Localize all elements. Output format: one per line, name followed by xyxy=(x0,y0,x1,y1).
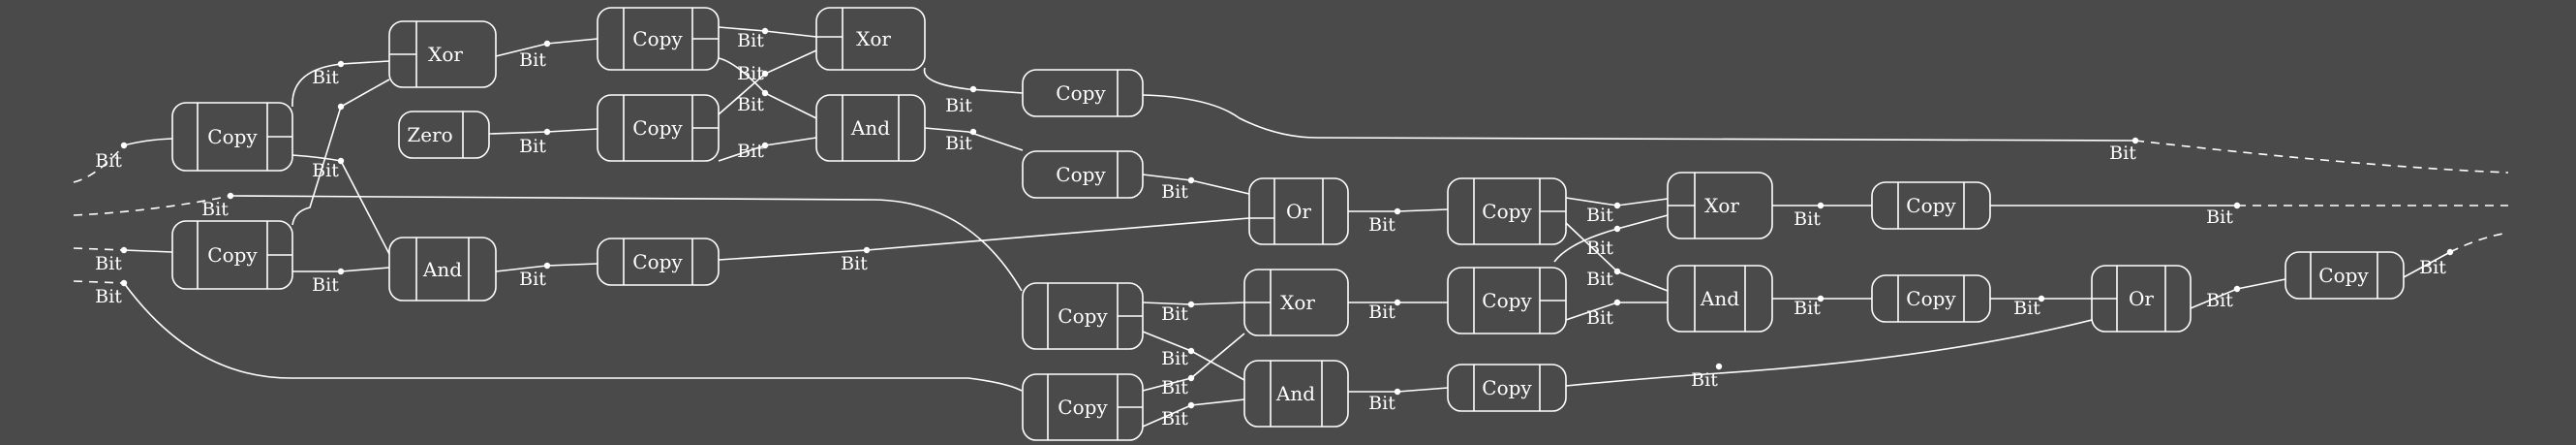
gate-label: And xyxy=(1275,382,1315,405)
wire-label: Bit xyxy=(2109,143,2136,164)
or-gate: Or xyxy=(2091,265,2192,333)
gate-label: Copy xyxy=(1482,200,1532,223)
copy-gate: Copy xyxy=(1447,267,1567,334)
wire-label: Bit xyxy=(95,286,122,307)
gate-label: Zero xyxy=(407,123,452,146)
wire-label: Bit xyxy=(1161,377,1188,398)
wire-label: Bit xyxy=(2013,298,2040,319)
gate-label: Copy xyxy=(1906,287,1956,310)
wire-label: Bit xyxy=(1586,238,1613,259)
wire-label: Bit xyxy=(1586,269,1613,290)
wire-label: Bit xyxy=(841,253,868,274)
wire-label: Bit xyxy=(945,95,972,116)
gate-label: Copy xyxy=(2318,264,2369,287)
wire-label: Bit xyxy=(1586,205,1613,226)
and-gate: And xyxy=(1667,265,1773,333)
copy-gate: Copy xyxy=(597,7,720,71)
wire-label: Bit xyxy=(1691,369,1718,391)
copy-gate: Copy xyxy=(2285,251,2405,300)
gate-label: Xor xyxy=(428,43,463,66)
wire-label: Bit xyxy=(2419,257,2446,278)
gate-label: Copy xyxy=(1058,396,1108,419)
wire-junction-dots xyxy=(120,27,2454,409)
wire-label: Bit xyxy=(312,274,339,296)
copy-gate: Copy xyxy=(597,94,720,162)
wire-label: Bit xyxy=(519,49,546,71)
wire-labels: Bit Bit Bit Bit Bit Bit Bit Bit Bit Bit … xyxy=(95,30,2446,429)
wire-label: Bit xyxy=(737,63,764,84)
gate-label: And xyxy=(1700,287,1739,310)
wire-label: Bit xyxy=(2206,290,2233,311)
gate-label: Xor xyxy=(856,27,891,50)
gate-label: Copy xyxy=(632,27,683,50)
gate-label: Xor xyxy=(1280,291,1315,314)
copy-gate: Copy xyxy=(1447,364,1567,412)
wire-label: Bit xyxy=(1161,181,1188,203)
gate-label: And xyxy=(422,258,462,281)
copy-gate: Copy xyxy=(1871,181,1991,230)
copy-gate: Copy xyxy=(1871,274,1991,323)
wire-label: Bit xyxy=(2206,207,2233,228)
wire-label: Bit xyxy=(95,253,122,274)
gate-label: Copy xyxy=(1056,81,1106,105)
gate-label: Copy xyxy=(632,250,683,273)
wire-label: Bit xyxy=(312,160,339,181)
gates: Copy Copy Xor And Zero xyxy=(171,7,2405,441)
and-gate: And xyxy=(388,237,497,302)
copy-gate: Copy xyxy=(171,220,293,290)
boundary-wires xyxy=(73,140,2509,284)
wire-label: Bit xyxy=(1368,393,1395,414)
gate-label: Copy xyxy=(1482,376,1532,399)
wire-label: Bit xyxy=(201,199,229,220)
copy-gate: Copy xyxy=(597,238,720,286)
gate-label: Or xyxy=(1286,200,1311,223)
wire-label: Bit xyxy=(95,150,122,172)
xor-gate: Xor xyxy=(1667,172,1773,239)
gate-label: Copy xyxy=(207,125,258,148)
wire-label: Bit xyxy=(945,133,972,154)
gate-label: And xyxy=(850,116,890,140)
copy-gate: Copy xyxy=(1022,69,1144,117)
copy-gate: Copy xyxy=(171,102,293,172)
wire-label: Bit xyxy=(1161,303,1188,325)
wire-label: Bit xyxy=(1794,208,1821,230)
xor-gate: Xor xyxy=(388,20,497,88)
gate-label: Copy xyxy=(1482,289,1532,312)
wire-label: Bit xyxy=(1161,408,1188,429)
copy-gate: Copy xyxy=(1447,177,1567,245)
gate-label: Copy xyxy=(1906,194,1956,217)
gate-label: Copy xyxy=(632,116,683,140)
and-gate: And xyxy=(815,94,926,162)
wire-label: Bit xyxy=(1368,302,1395,323)
gate-label: Copy xyxy=(1058,304,1108,328)
gate-label: Xor xyxy=(1704,194,1739,217)
wire-label: Bit xyxy=(1161,348,1188,369)
and-gate: And xyxy=(1243,360,1349,428)
copy-gate: Copy xyxy=(1022,150,1144,199)
xor-gate: Xor xyxy=(815,7,926,71)
xor-gate: Xor xyxy=(1243,269,1349,336)
wire-label: Bit xyxy=(737,30,764,51)
copy-gate: Copy xyxy=(1022,282,1144,350)
wire-label: Bit xyxy=(737,141,764,162)
wire-label: Bit xyxy=(1586,307,1613,329)
gate-label: Or xyxy=(2129,287,2154,310)
wire-label: Bit xyxy=(1794,298,1821,319)
wire-label: Bit xyxy=(519,136,546,157)
zero-gate: Zero xyxy=(398,111,490,159)
wire-label: Bit xyxy=(1368,214,1395,236)
gate-label: Copy xyxy=(1056,163,1106,186)
wire-label: Bit xyxy=(312,67,339,88)
wire-label: Bit xyxy=(737,94,764,115)
copy-gate: Copy xyxy=(1022,373,1144,441)
or-gate: Or xyxy=(1248,177,1349,245)
gate-label: Copy xyxy=(207,243,258,267)
wire-label: Bit xyxy=(519,269,546,290)
